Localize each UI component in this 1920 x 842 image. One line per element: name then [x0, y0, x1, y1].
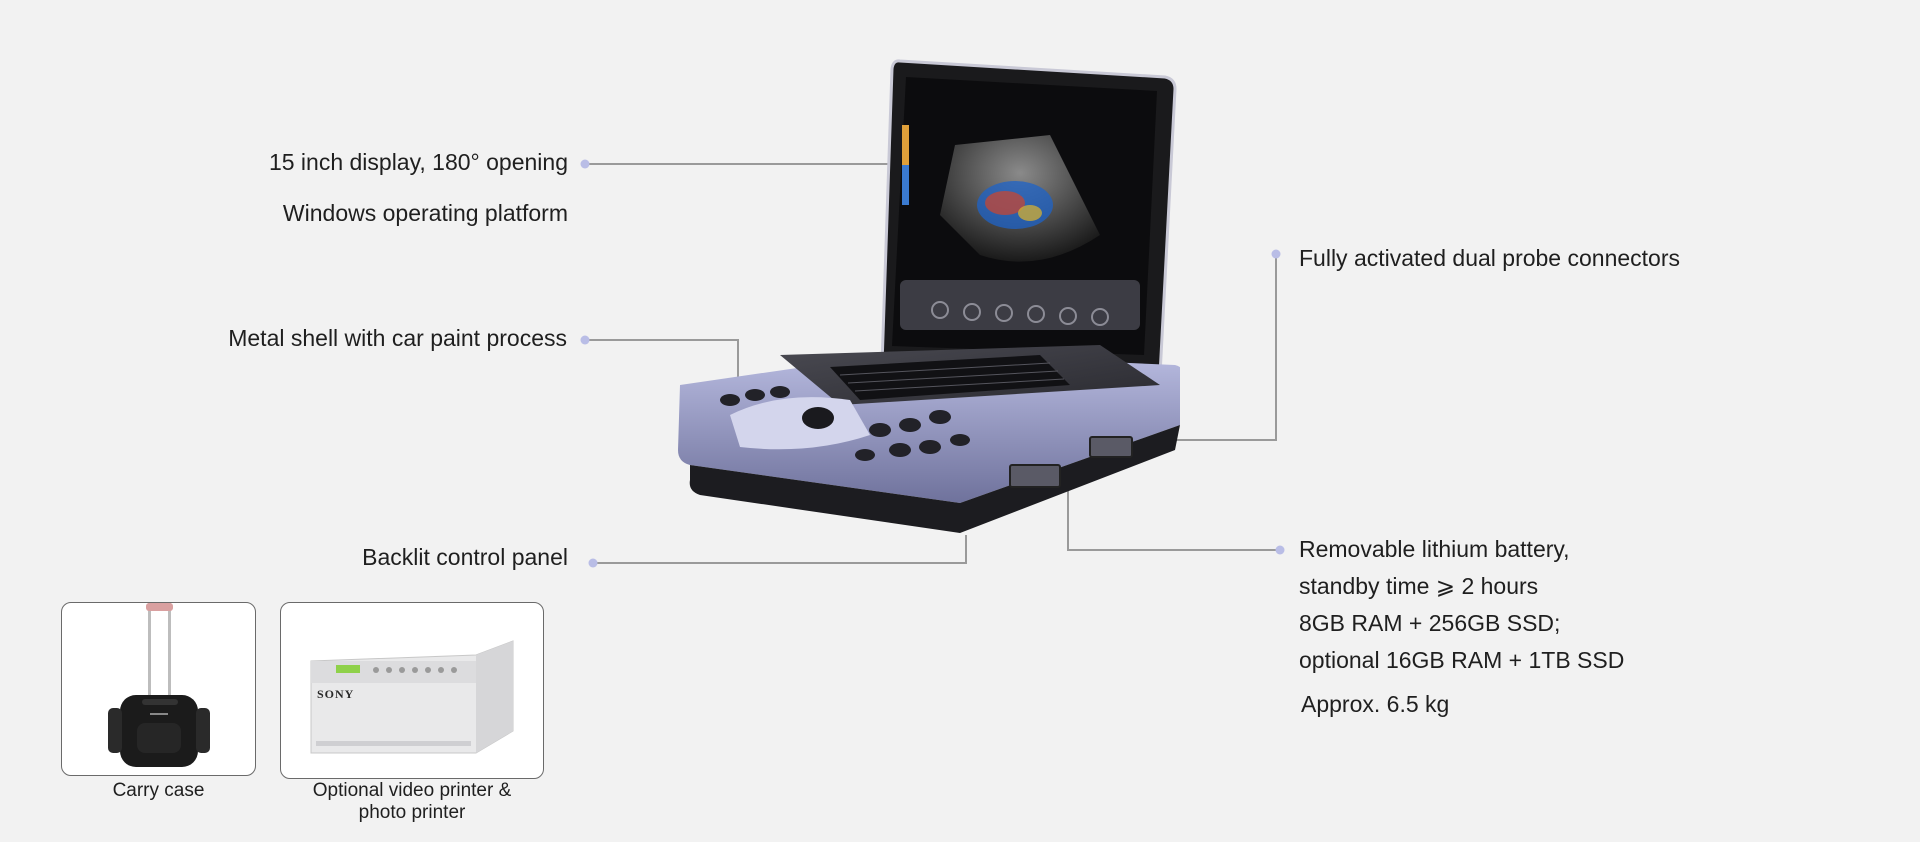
printer-caption-line1: Optional video printer &: [312, 780, 512, 801]
feature-ram-line2: optional 16GB RAM + 1TB SSD: [1299, 647, 1625, 673]
battery-specs-block: Removable lithium battery, standby time …: [1299, 535, 1624, 674]
feature-battery-line1: Removable lithium battery,: [1299, 536, 1570, 562]
carry-case-image: [108, 603, 210, 767]
feature-display: 15 inch display, 180° opening: [268, 149, 568, 175]
leader-dot-shell: [580, 335, 590, 345]
carry-case-caption: Carry case: [112, 780, 205, 801]
carry-case-thumbnail: [61, 602, 256, 776]
feature-os: Windows operating platform: [282, 200, 568, 226]
leader-dot-battery: [1275, 545, 1285, 555]
leader-dot-probes: [1271, 249, 1281, 259]
feature-shell: Metal shell with car paint process: [228, 325, 567, 351]
printer-image: [310, 640, 514, 754]
ultrasound-device-image: [678, 59, 1180, 533]
printer-caption-line2: photo printer: [358, 802, 466, 823]
leader-dot-display: [580, 159, 590, 169]
feature-battery-line2: standby time ⩾ 2 hours: [1299, 573, 1539, 599]
feature-probes: Fully activated dual probe connectors: [1299, 245, 1680, 271]
feature-backlit: Backlit control panel: [362, 544, 568, 570]
feature-ram-line1: 8GB RAM + 256GB SSD;: [1299, 610, 1561, 636]
printer-brand-label: SONY: [317, 687, 355, 701]
leader-dot-backlit: [588, 558, 598, 568]
feature-weight: Approx. 6.5 kg: [1301, 691, 1450, 717]
printer-caption: Optional video printer & photo printer: [270, 780, 554, 824]
printer-thumbnail: SONY: [280, 602, 544, 779]
